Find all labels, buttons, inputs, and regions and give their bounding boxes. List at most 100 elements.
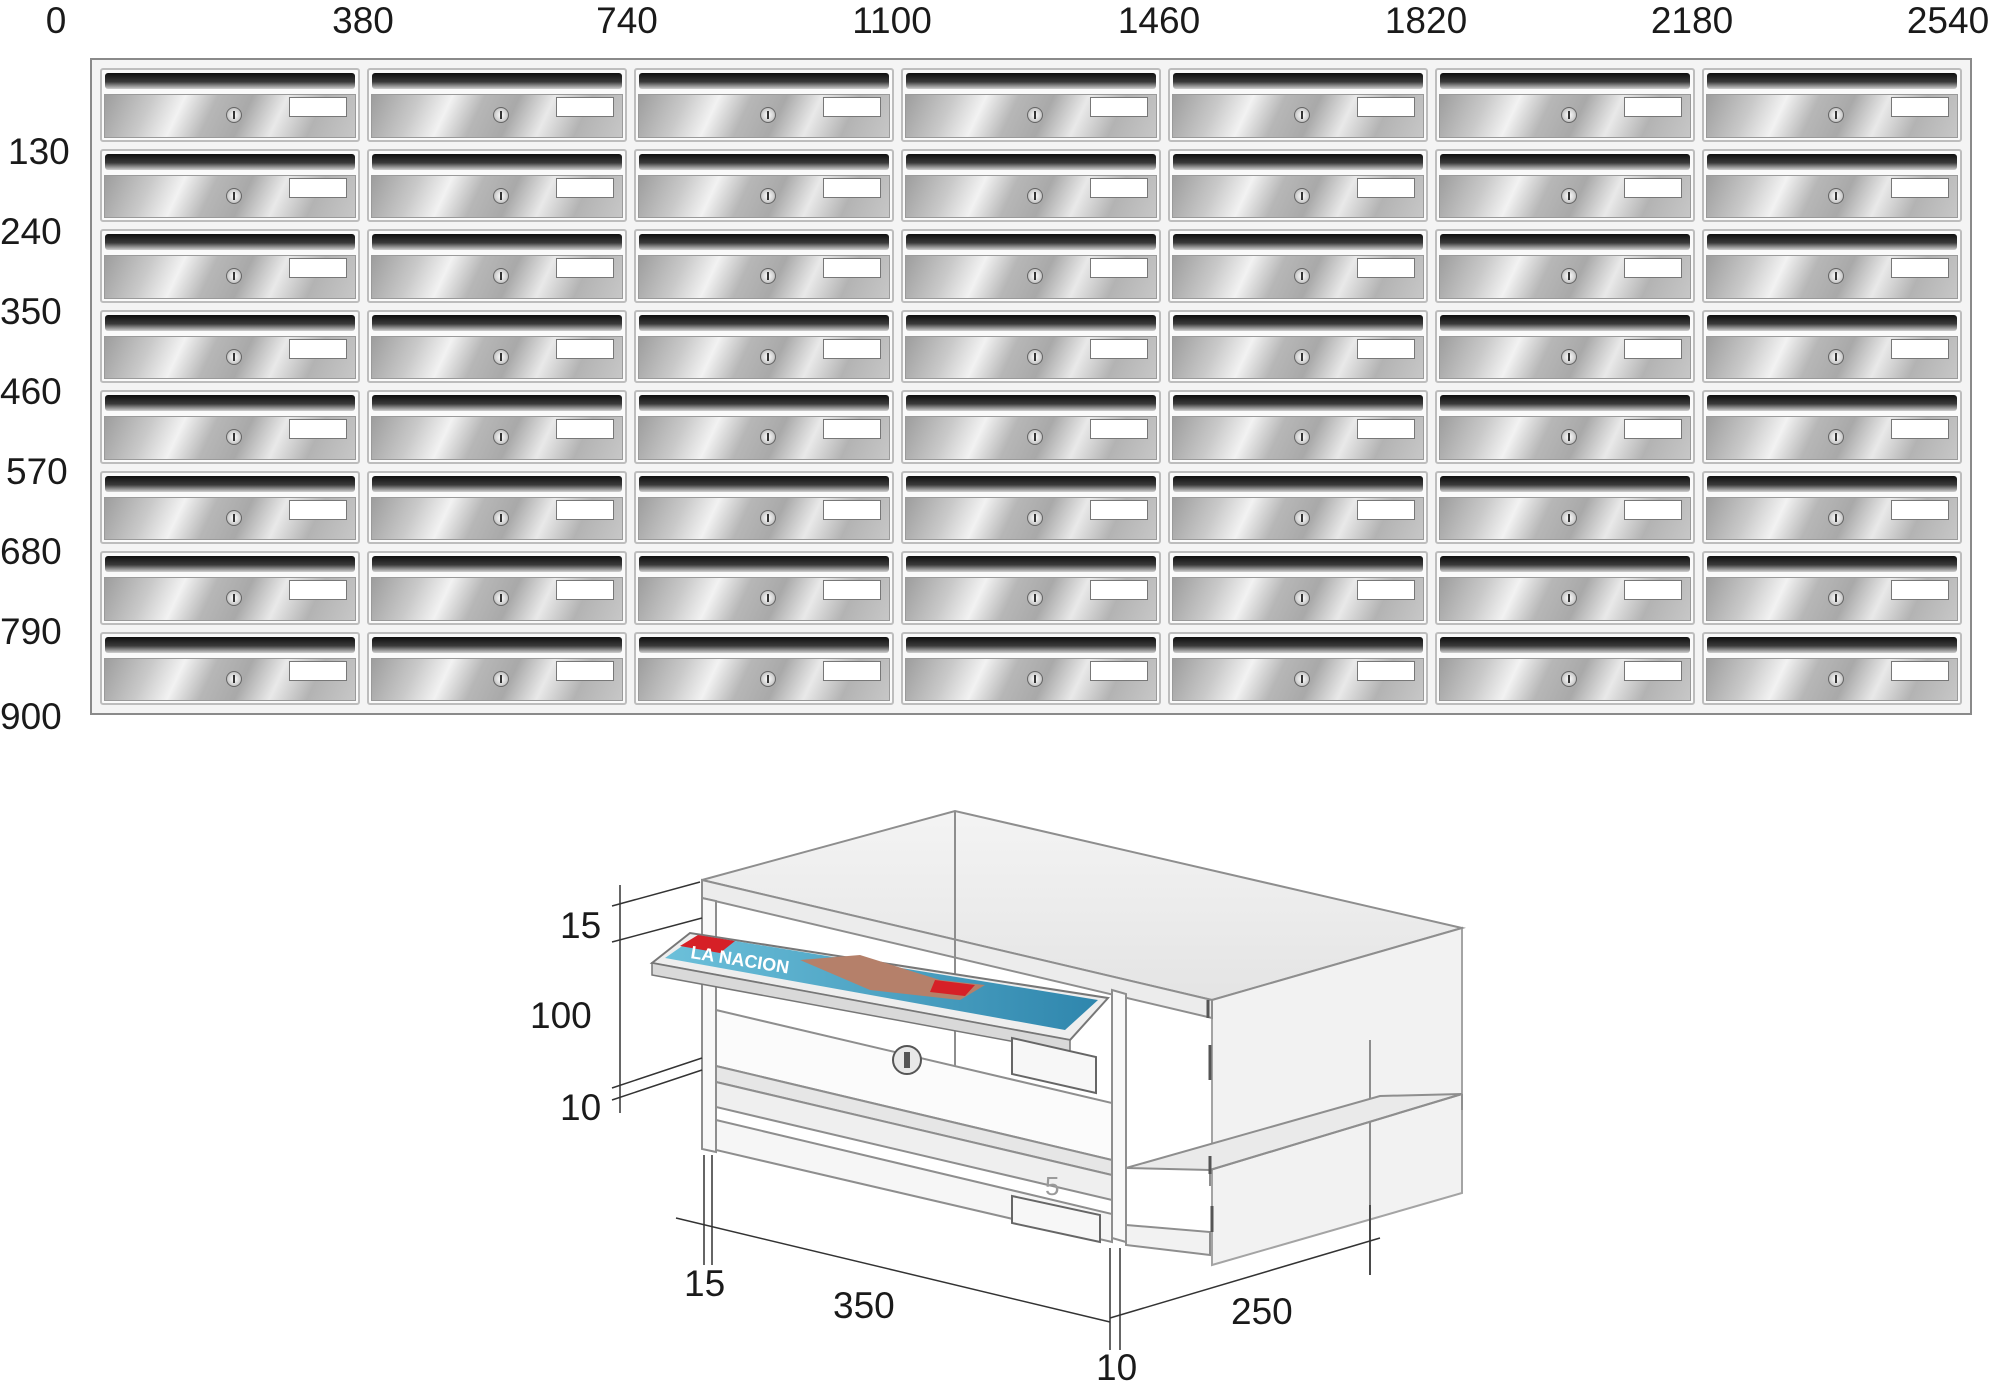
name-tag (1891, 419, 1949, 439)
side-scale-label: 570 (6, 451, 68, 492)
lock-icon (1294, 187, 1310, 204)
mailbox-unit (367, 551, 627, 625)
mailbox-door (1706, 657, 1958, 701)
mail-slot (906, 556, 1156, 572)
name-tag (1624, 499, 1682, 520)
mailbox-unit (1702, 551, 1962, 625)
mailbox-door (371, 577, 623, 621)
name-tag (1090, 97, 1148, 117)
mailbox-unit (1702, 470, 1962, 544)
mailbox-door (371, 335, 623, 379)
lock-icon (1561, 348, 1577, 365)
mailbox-door (638, 255, 890, 299)
mail-slot (372, 636, 622, 653)
mailbox-door (638, 496, 890, 540)
name-tag (1090, 177, 1148, 198)
mail-slot (105, 475, 355, 492)
mailbox-door (1172, 496, 1424, 540)
mailbox-door (104, 577, 356, 621)
mailbox-door (104, 657, 356, 701)
lock-icon (1027, 429, 1043, 445)
name-tag (289, 419, 347, 439)
mail-slot (906, 314, 1156, 331)
mailbox-door (638, 335, 890, 379)
mailbox-unit (100, 309, 360, 383)
mailbox-unit (1435, 631, 1695, 705)
mailbox-door (104, 94, 356, 138)
mailbox-unit (367, 148, 627, 222)
mail-slot (372, 395, 622, 411)
mailbox-unit (634, 631, 894, 705)
name-tag (556, 338, 614, 359)
lock-icon (493, 348, 509, 365)
mailbox-unit (634, 148, 894, 222)
top-scale-label: 2180 (1650, 0, 1734, 41)
mail-slot (639, 314, 889, 331)
mailbox-door (371, 657, 623, 701)
door-hardware: 5 (892, 1036, 1101, 1244)
mail-slot (906, 395, 1156, 411)
name-tag (823, 97, 881, 117)
side-scale-label: 790 (0, 611, 62, 652)
name-tag (556, 580, 614, 600)
mail-slot (1440, 153, 1690, 170)
lock-icon (760, 590, 776, 606)
mailbox-door (1706, 255, 1958, 299)
mailbox-unit (901, 551, 1161, 625)
mailbox-unit (1702, 390, 1962, 464)
mailbox-unit (634, 551, 894, 625)
mailbox-unit (1168, 229, 1428, 303)
mailbox-door (905, 577, 1157, 621)
lock-icon (760, 268, 776, 284)
mailbox-unit (367, 309, 627, 383)
side-scale-label: 130 (8, 131, 70, 172)
lock-icon (1828, 107, 1844, 123)
name-tag (1624, 338, 1682, 359)
mailbox-door (1439, 335, 1691, 379)
mailbox-door (104, 255, 356, 299)
mail-slot (372, 153, 622, 170)
name-tag (1357, 499, 1415, 520)
mailbox-door (1439, 496, 1691, 540)
mailbox-unit (1168, 470, 1428, 544)
dim-divider: 10 (560, 1087, 601, 1128)
lower-right-bracket (1125, 1223, 1211, 1257)
mail-slot (639, 234, 889, 250)
name-tag (289, 338, 347, 359)
name-tag (1624, 258, 1682, 278)
mailbox-unit (1168, 148, 1428, 222)
lock-icon (1027, 187, 1043, 204)
mailbox-unit (1435, 309, 1695, 383)
lock-icon (1828, 429, 1844, 445)
dimension-lines (611, 881, 1381, 1350)
name-tag (556, 499, 614, 520)
dim-frame-top: 15 (560, 905, 601, 946)
mailbox-unit (1702, 309, 1962, 383)
mail-slot (1707, 636, 1957, 653)
mailbox-door (1706, 577, 1958, 621)
mailbox-unit (1435, 390, 1695, 464)
lock-icon (1828, 590, 1844, 606)
mailbox-door (1706, 335, 1958, 379)
mail-slot (372, 73, 622, 89)
mail-slot (639, 395, 889, 411)
mail-slot (1173, 636, 1423, 653)
mail-slot (906, 234, 1156, 250)
name-tag (1624, 177, 1682, 198)
lower-slot (715, 1080, 1113, 1202)
lock-icon (1561, 268, 1577, 284)
mailbox-door (371, 174, 623, 218)
mailbox-door (104, 174, 356, 218)
mailbox-door (905, 335, 1157, 379)
mailbox-door (104, 416, 356, 460)
lock-icon (1561, 429, 1577, 445)
lock-icon (1828, 348, 1844, 365)
mailbox-grid (100, 68, 1962, 705)
name-tag (823, 338, 881, 359)
mailbox-door (104, 496, 356, 540)
mail-slot (105, 636, 355, 653)
name-tag (556, 177, 614, 198)
name-tag (1357, 660, 1415, 681)
lock-icon (1561, 509, 1577, 526)
